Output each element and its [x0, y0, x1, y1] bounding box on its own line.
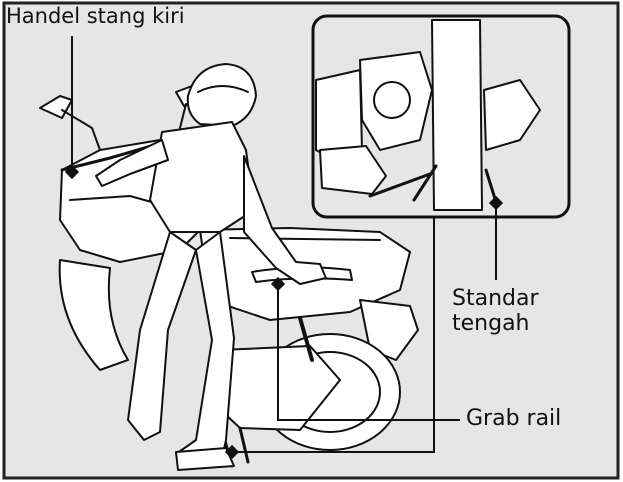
- stand-marker: [488, 195, 504, 211]
- inset-leg: [315, 69, 363, 159]
- tail: [359, 299, 419, 361]
- inset-shoe: [319, 145, 387, 195]
- grab-rail-marker: [270, 276, 286, 292]
- inset-wheel: [431, 19, 483, 211]
- rider-torso: [149, 121, 255, 233]
- inset-engine: [359, 51, 433, 151]
- rider-left-arm: [95, 139, 169, 187]
- stand-bracket-leader: [232, 218, 435, 453]
- handlebar-label: Handel stang kiri: [6, 4, 185, 28]
- front-wheel: [58, 259, 129, 371]
- center-stand-label: Standar tengah: [452, 286, 539, 337]
- rider-drawing: [95, 63, 327, 471]
- rider-foot: [175, 447, 235, 471]
- inset-right-part: [483, 79, 541, 151]
- grab-rail-leader: [277, 284, 460, 421]
- inset-stand: [368, 164, 498, 204]
- inset-detail: [311, 14, 571, 219]
- grab-rail-label: Grab rail: [466, 406, 562, 431]
- rear-shock: [298, 316, 314, 362]
- rider-left-leg: [127, 231, 197, 441]
- center-stand-label-line1: Standar: [452, 286, 539, 311]
- rider-right-arm: [243, 155, 327, 285]
- helmet: [186, 63, 257, 127]
- center-stand-label-line2: tengah: [452, 311, 530, 337]
- leader-lines: [71, 36, 497, 453]
- center-stand-marker: [224, 444, 240, 460]
